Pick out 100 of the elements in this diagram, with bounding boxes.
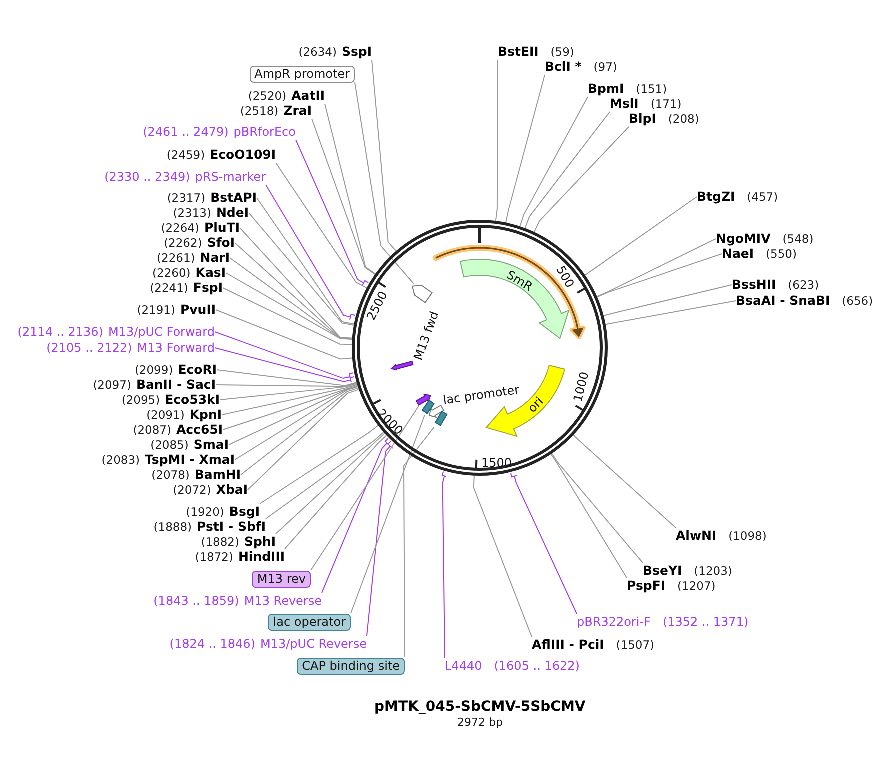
primer-range: (2461 .. 2479) (143, 124, 229, 140)
feature-tag: M13 rev (252, 570, 311, 588)
enzyme-name: BsaAI - SnaBI (736, 293, 830, 309)
enzyme-name: Acc65I (176, 422, 223, 438)
leader-line (220, 383, 358, 400)
leader-line (366, 440, 394, 636)
leader-line (584, 196, 698, 276)
primer-range: (1352 .. 1371) (662, 614, 749, 630)
enzyme-name: BstAPI (210, 190, 257, 206)
feature-label: M13 fwd (412, 310, 442, 362)
primer-range: (1605 .. 1622) (494, 658, 580, 674)
cut-site-position: (2191) (137, 302, 176, 318)
cut-site-position: (1203) (694, 563, 732, 579)
leader-line (473, 475, 532, 638)
leader-line (597, 254, 722, 298)
leader-line (296, 140, 370, 286)
primer-name: M13/pUC Reverse (260, 636, 367, 652)
enzyme-name: Eco53kI (165, 392, 220, 408)
leader-line (510, 472, 578, 614)
leader-line (573, 434, 676, 528)
leader-line (214, 332, 354, 380)
cut-site-position: (2099) (134, 362, 174, 378)
cut-site-position: (1888) (154, 519, 192, 535)
cut-site-position: (2634) (298, 44, 337, 60)
leader-line (534, 126, 630, 233)
leader-line (284, 435, 388, 550)
cut-site-position: (2091) (146, 407, 185, 423)
enzyme-name: BtgZI (697, 189, 736, 205)
primer-range: (2330 .. 2349) (104, 169, 190, 185)
leader-line (350, 414, 426, 614)
cut-site-position: (2095) (122, 392, 160, 408)
enzyme-name: EcoRI (178, 362, 217, 378)
leader-line (266, 432, 384, 520)
leader-line (276, 162, 368, 289)
cut-site-position: (1920) (186, 504, 224, 520)
cut-site-position: (2313) (173, 205, 212, 221)
enzyme-name: KpnI (190, 407, 222, 423)
leader-line (372, 60, 397, 252)
enzyme-name: BsgI (229, 504, 260, 520)
enzyme-name: KasI (196, 265, 226, 281)
leader-line (228, 386, 358, 446)
leader-line (256, 198, 355, 325)
enzyme-name: NgoMIV (716, 231, 771, 247)
cut-site-position: (1882) (201, 534, 240, 550)
cut-site-position: (2097) (93, 377, 132, 393)
leader-line (222, 385, 358, 430)
enzyme-name: BanII - SacI (136, 377, 216, 393)
feature-name: ori (525, 394, 546, 416)
cut-site-position: (1207) (678, 578, 716, 594)
cut-site-position: (2085) (150, 437, 189, 453)
cut-site-position: (2317) (167, 190, 206, 206)
leader-line (354, 82, 414, 284)
leader-line (234, 242, 353, 340)
enzyme-name: BamHI (194, 467, 241, 483)
cut-site-position: (2072) (173, 482, 212, 498)
cut-site-position: (1507) (616, 637, 655, 653)
cut-site-position: (2078) (152, 467, 190, 483)
cut-site-position: (1098) (728, 528, 767, 544)
leader-line (552, 453, 644, 564)
enzyme-name: XbaI (216, 482, 248, 498)
primer-name: L4440 (445, 658, 482, 674)
enzyme-name: SphI (244, 534, 276, 550)
cut-site-position: (457) (747, 189, 778, 205)
plasmid-name: pMTK_045-SbCMV-5SbCMV (374, 700, 586, 714)
enzyme-name: PluTI (204, 220, 240, 236)
cut-site-position: (2083) (102, 452, 140, 468)
feature-block (434, 410, 448, 428)
leader-line (442, 471, 447, 658)
primer-name: M13 Forward (137, 340, 215, 356)
cut-site-position: (656) (842, 293, 874, 309)
cut-site-position: (2264) (161, 220, 200, 236)
cut-site-position: (2459) (166, 147, 206, 163)
scale-number: 2500 (364, 290, 390, 322)
leader-line (222, 288, 353, 346)
cut-site-position: (623) (788, 277, 820, 293)
primer-name: pBRforEco (234, 124, 296, 140)
enzyme-name: BlpI (629, 111, 656, 127)
scale-number: 1500 (482, 457, 512, 469)
leader-line (550, 454, 628, 578)
cut-site-position: (171) (650, 96, 682, 112)
leader-line (234, 386, 359, 460)
leader-line (216, 310, 353, 360)
enzyme-name: BseYI (643, 563, 682, 579)
cut-site-position: (2261) (157, 250, 196, 266)
enzyme-name: PstI - SbfI (197, 519, 266, 535)
enzyme-name: SmaI (194, 437, 229, 453)
primer-range: (1824 .. 1846) (170, 636, 256, 652)
leader-line (260, 425, 379, 504)
cut-site-position: (151) (636, 81, 668, 97)
enzyme-name: PvuII (180, 302, 216, 318)
sequence-length: 2972 bp (458, 716, 503, 728)
primer-feature (414, 392, 432, 406)
cut-site-position: (2518) (240, 103, 279, 119)
leader-line (240, 228, 353, 339)
leader-line (226, 272, 353, 340)
leader-line (216, 382, 358, 388)
enzyme-name: SspI (342, 44, 372, 60)
feature-block (420, 398, 436, 416)
enzyme-name: AatII (292, 88, 325, 104)
feature-tag: lac operator (268, 614, 351, 630)
